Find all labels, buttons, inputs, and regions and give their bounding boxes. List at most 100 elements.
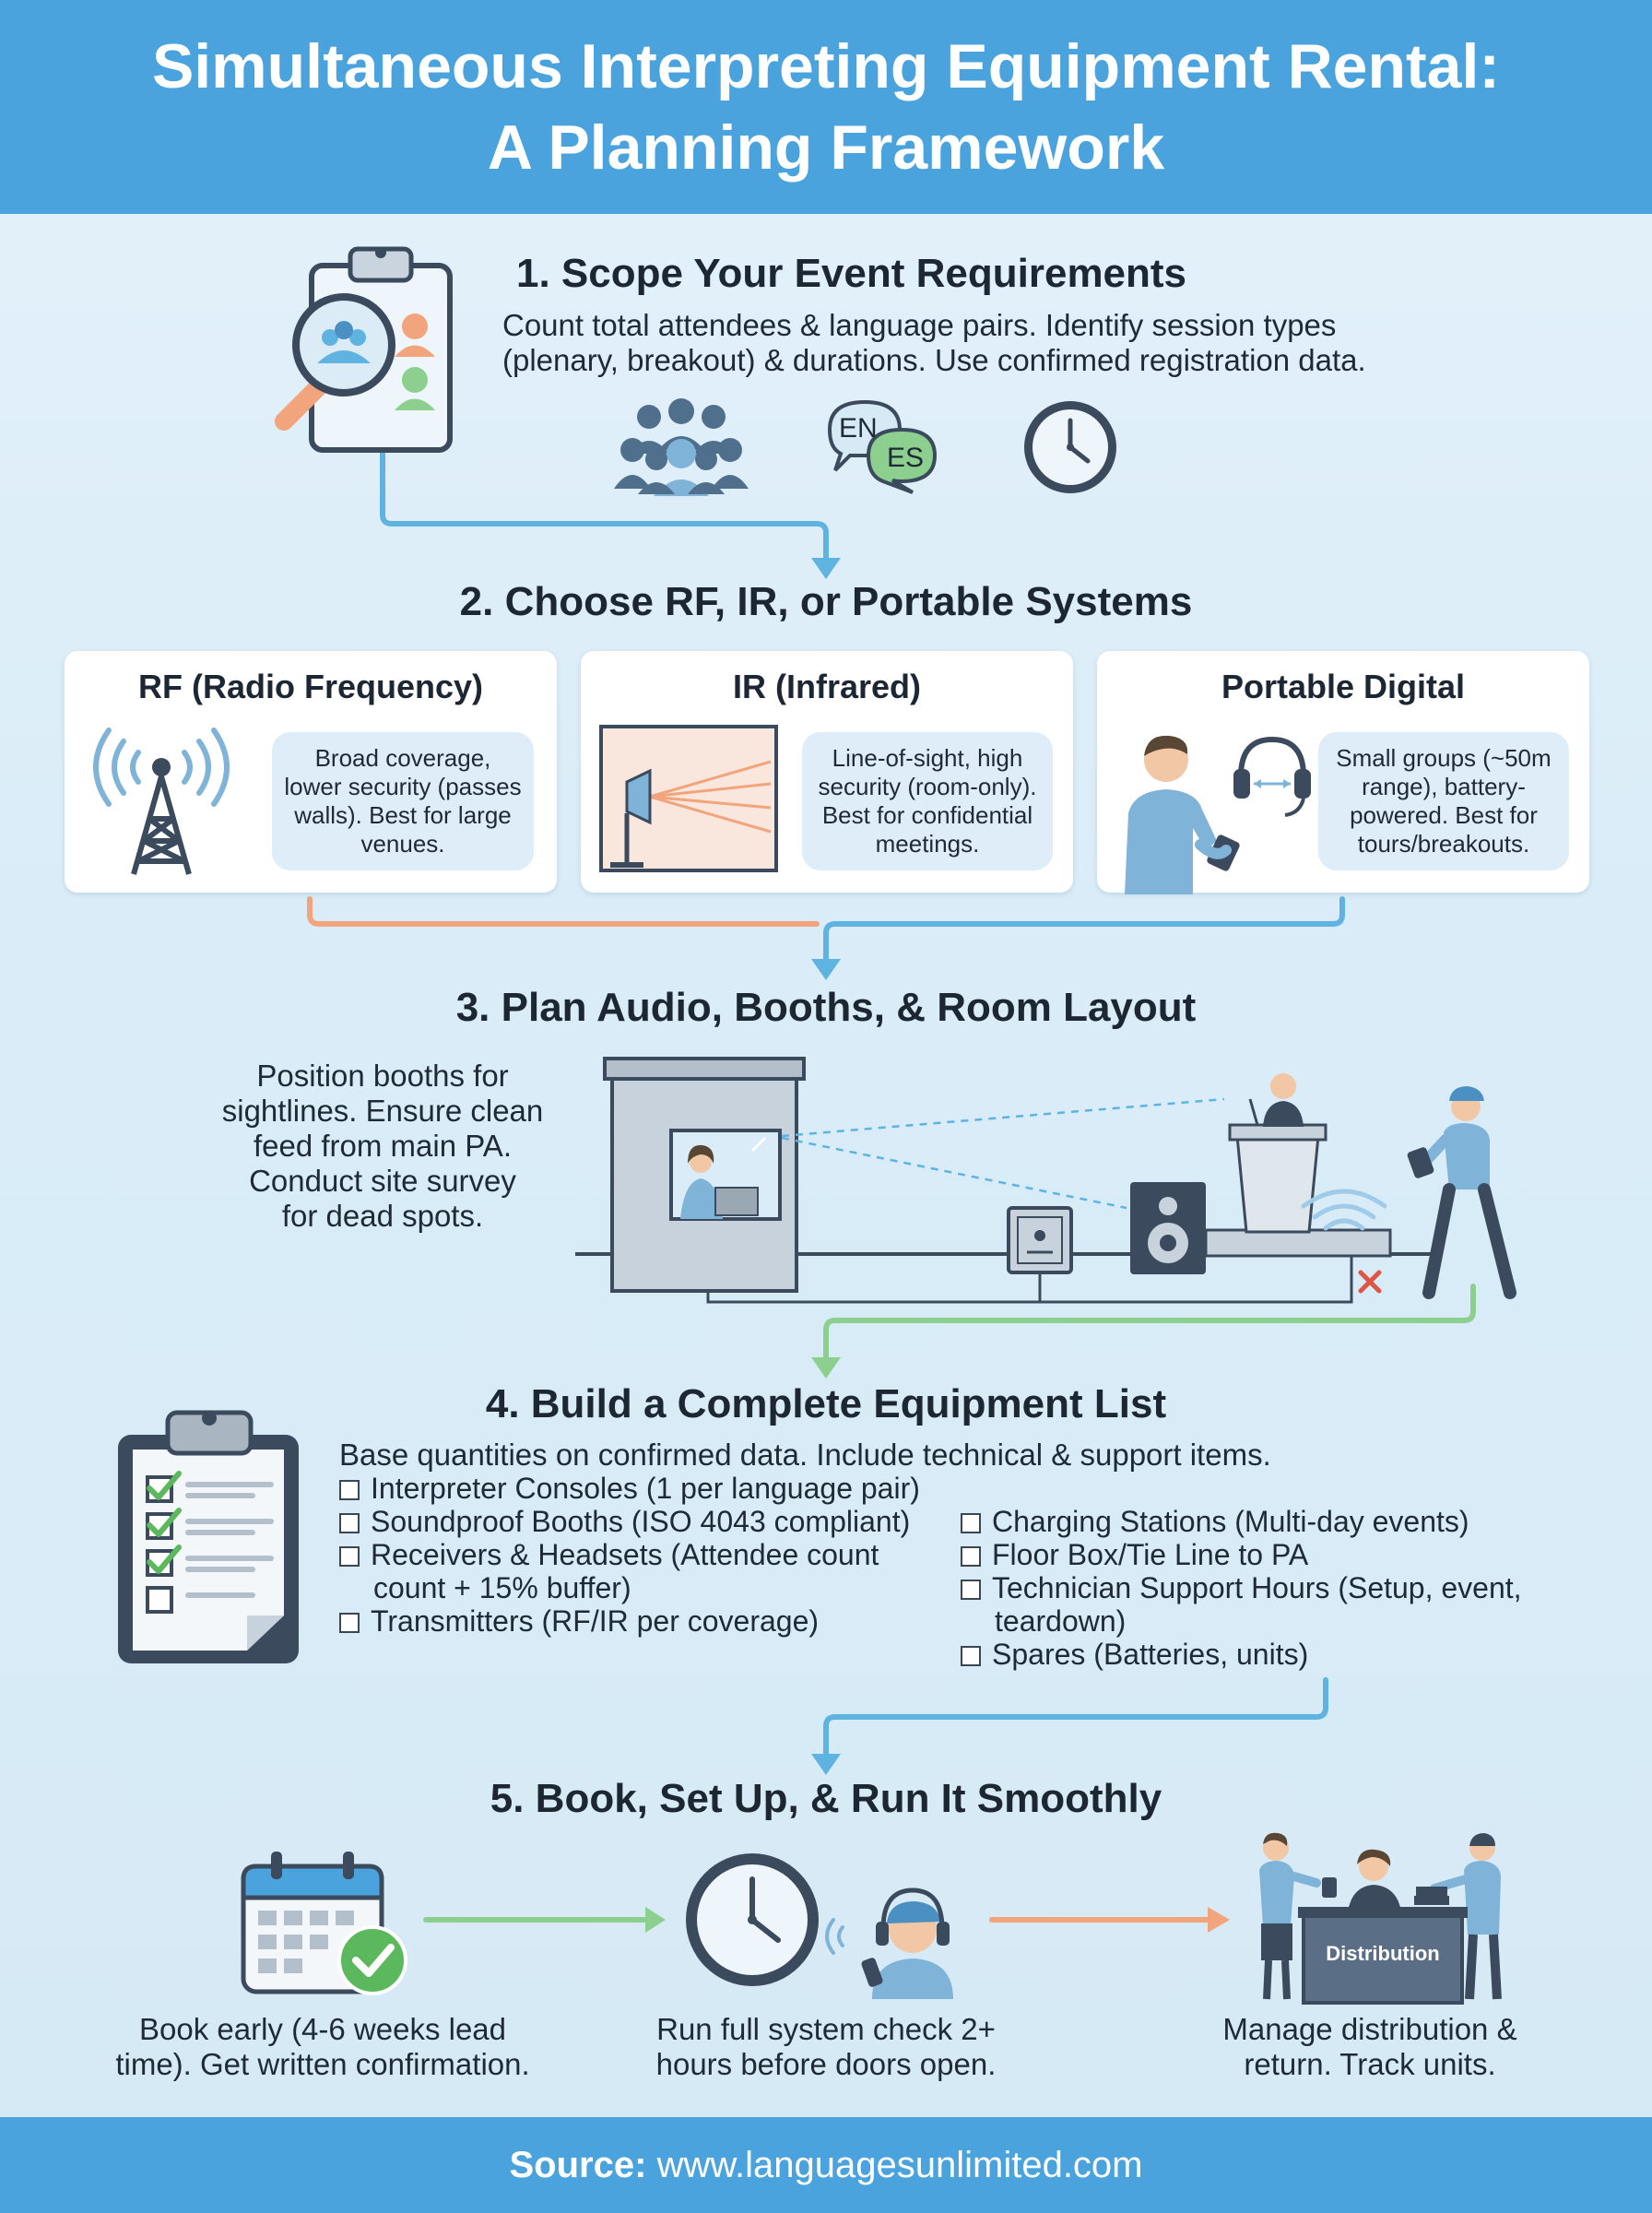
equipment-label: Floor Box/Tie Line to PA (992, 1538, 1309, 1571)
checkbox[interactable] (339, 1513, 360, 1533)
system-card-ir: IR (Infrared) Line-of-sight, high securi… (581, 651, 1073, 893)
connector-1-2 (380, 431, 829, 561)
system-card-portable: Portable Digital Small groups (~50m rang… (1097, 651, 1589, 894)
step2-title: 2. Choose RF, IR, or Portable Systems (459, 579, 1193, 624)
portable-desc-line: Small groups (~50m (1336, 744, 1552, 772)
clock-icon (1024, 401, 1116, 493)
checkbox[interactable] (961, 1580, 981, 1600)
equipment-label: Charging Stations (Multi-day events) (992, 1505, 1469, 1538)
portable-desc-line: range), battery- (1362, 773, 1526, 800)
step5-col3-line: return. Track units. (1244, 2047, 1496, 2081)
system-card-rf-title: RF (Radio Frequency) (137, 668, 484, 705)
step5-col3-text: Manage distribution & return. Track unit… (1139, 2012, 1600, 2082)
equipment-label: Interpreter Consoles (1 per language pai… (371, 1472, 920, 1505)
source-link[interactable]: www.languagesunlimited.com (656, 2145, 1143, 2185)
checkbox[interactable] (961, 1646, 981, 1666)
system-card-portable-bubble: Small groups (~50m range), battery- powe… (1318, 732, 1569, 870)
checkbox[interactable] (961, 1513, 981, 1533)
checkbox[interactable] (339, 1480, 360, 1500)
connector-3-4 (823, 1284, 1476, 1360)
equipment-label: Technician Support Hours (Setup, event, (992, 1571, 1522, 1604)
step3-desc-line: Position booths for (256, 1059, 509, 1093)
equipment-item-booths: Soundproof Booths (ISO 4043 compliant) (339, 1505, 910, 1538)
system-card-ir-title: IR (Infrared) (732, 668, 921, 705)
footer-banner: Source: www.languagesunlimited.com (0, 2117, 1652, 2213)
infrared-emitter-icon (599, 725, 778, 872)
ir-desc-line: Line-of-sight, high (832, 744, 1023, 772)
language-bubbles-icon (827, 399, 938, 494)
page-title-line2: A Planning Framework (487, 112, 1165, 183)
equipment-item-technician: Technician Support Hours (Setup, event,t… (961, 1571, 1522, 1638)
lang-es-label: ES (887, 443, 925, 473)
interpreter-booth-icon (603, 1057, 806, 1293)
equipment-item-floorbox: Floor Box/Tie Line to PA (961, 1538, 1308, 1571)
radio-tower-icon (93, 728, 230, 875)
rf-desc-line: Broad coverage, (314, 744, 491, 772)
equipment-item-transmitters: Transmitters (RF/IR per coverage) (339, 1604, 819, 1638)
step1-desc-line1: Count total attendees & language pairs. … (502, 308, 1337, 342)
step5-col2-line: hours before doors open. (655, 2047, 997, 2081)
connector-4-5 (823, 1677, 1328, 1757)
distribution-desk-label: Distribution (1326, 1942, 1440, 1965)
arrowhead-step5-a (645, 1907, 666, 1933)
step5-title: 5. Book, Set Up, & Run It Smoothly (490, 1776, 1162, 1821)
ir-desc-line: Best for confidential (821, 801, 1033, 829)
ir-desc-line: meetings. (875, 830, 980, 858)
lang-en-label: EN (839, 413, 878, 444)
arrowhead-1-2 (811, 558, 841, 579)
step5-col1-text: Book early (4-6 weeks lead time). Get wr… (92, 2012, 553, 2082)
distribution-desk-icon (1259, 1832, 1502, 2005)
equipment-label: Spares (Batteries, units) (992, 1638, 1309, 1671)
group-people-icon (614, 398, 749, 496)
system-card-portable-title: Portable Digital (1221, 668, 1466, 705)
step3-desc-line: Conduct site survey (249, 1164, 516, 1198)
step3-desc-line: feed from main PA. (253, 1129, 512, 1163)
step4-intro: Base quantities on confirmed data. Inclu… (339, 1438, 1271, 1472)
portable-desc-line: powered. Best for (1350, 801, 1538, 829)
equipment-item-spares: Spares (Batteries, units) (961, 1638, 1308, 1671)
step5-col1-line: time). Get written confirmation. (115, 2047, 530, 2081)
person-with-device-icon (1125, 735, 1311, 894)
equipment-label: Transmitters (RF/IR per coverage) (371, 1604, 820, 1638)
arrowhead-4-5 (811, 1754, 841, 1775)
ir-desc-line: security (room-only). (818, 773, 1037, 800)
arrowhead-step5-b (1208, 1907, 1230, 1933)
step3-desc: Position booths for sightlines. Ensure c… (194, 1059, 572, 1234)
step1-desc-line2: (plenary, breakout) & durations. Use con… (502, 343, 1366, 377)
equipment-label: Receivers & Headsets (Attendee count (371, 1538, 879, 1571)
step3-desc-line: sightlines. Ensure clean (221, 1094, 544, 1128)
step5-col3-line: Manage distribution & (1222, 2012, 1517, 2046)
system-card-ir-bubble: Line-of-sight, high security (room-only)… (802, 732, 1053, 870)
clipboard-magnifier-icon (275, 246, 453, 453)
checkbox[interactable] (961, 1546, 981, 1567)
header-banner: Simultaneous Interpreting Equipment Rent… (0, 0, 1652, 214)
page-title-line1: Simultaneous Interpreting Equipment Rent… (151, 31, 1501, 101)
checkbox[interactable] (339, 1546, 360, 1567)
equipment-item-charging: Charging Stations (Multi-day events) (961, 1505, 1469, 1538)
rf-desc-line: walls). Best for large (294, 801, 512, 829)
step5-col2-text: Run full system check 2+ hours before do… (596, 2012, 1056, 2082)
checkbox[interactable] (339, 1613, 360, 1633)
step1-title: 1. Scope Your Event Requirements (516, 251, 1187, 296)
rf-desc-line: venues. (360, 830, 445, 858)
system-card-rf: RF (Radio Frequency) Broad coverage, low… (65, 651, 557, 893)
connector-2-3-orange (307, 896, 820, 927)
equipment-label: Soundproof Booths (ISO 4043 compliant) (371, 1505, 911, 1538)
step3-title: 3. Plan Audio, Booths, & Room Layout (455, 985, 1197, 1030)
connector-2-3-blue (823, 896, 1345, 962)
system-card-rf-bubble: Broad coverage, lower security (passes w… (272, 732, 534, 870)
equipment-label-cont: teardown) (995, 1604, 1127, 1638)
checklist-clipboard-icon (118, 1410, 299, 1663)
step3-desc-line: for dead spots. (281, 1199, 484, 1233)
step4-title: 4. Build a Complete Equipment List (485, 1381, 1167, 1426)
clock-technician-icon (686, 1853, 953, 1999)
arrowhead-3-4 (811, 1357, 841, 1379)
arrowhead-2-3 (811, 959, 841, 980)
room-layout-illustration (575, 1057, 1516, 1304)
rf-desc-line: lower security (passes (284, 773, 522, 800)
step5-col2-line: Run full system check 2+ (656, 2012, 996, 2046)
equipment-label-cont: count + 15% buffer) (373, 1571, 631, 1604)
